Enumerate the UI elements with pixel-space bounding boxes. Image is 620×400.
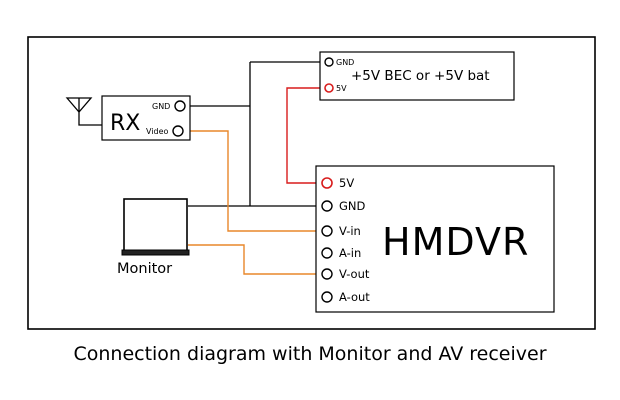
monitor-label: Monitor [117,261,172,277]
rx-label: RX [110,111,140,136]
hmdvr-pin-5v [321,177,333,189]
rx-gnd-label: GND [152,102,170,111]
wire-5v-power [286,87,327,184]
wire-video-in [182,130,327,232]
bec-battery-box: GND 5V +5V BEC or +5V bat [319,51,515,101]
rx-gnd-pin [174,100,186,112]
hmdvr-box: HMDVR 5V GND V-in A-in V-out A-out [315,165,555,313]
hmdvr-pin-vin-label: V-in [339,224,361,238]
bec-5v-pin [324,83,334,93]
hmdvr-pin-5v-label: 5V [339,176,354,190]
rx-video-label: Video [146,127,169,136]
hmdvr-pin-vin [321,225,333,237]
wire-video-out [188,244,327,275]
bec-gnd-pin [324,57,334,67]
hmdvr-pin-aout [321,291,333,303]
hmdvr-pin-gnd [321,200,333,212]
rx-receiver: RX GND Video [65,95,191,141]
hmdvr-pin-vout [321,268,333,280]
hmdvr-pin-ain [321,247,333,259]
hmdvr-pin-aout-label: A-out [339,290,370,304]
bec-gnd-label: GND [336,58,354,67]
hmdvr-label: HMDVR [382,220,529,264]
monitor-icon [123,198,188,252]
hmdvr-pin-gnd-label: GND [339,199,366,213]
diagram-caption: Connection diagram with Monitor and AV r… [73,343,546,365]
rx-video-pin [172,125,184,137]
monitor: Monitor [117,198,190,277]
antenna-icon [65,97,102,126]
diagram-frame [27,36,596,330]
bec-5v-label: 5V [336,84,347,93]
bec-label: +5V BEC or +5V bat [351,68,490,84]
hmdvr-pin-vout-label: V-out [339,267,370,281]
hmdvr-pin-ain-label: A-in [339,246,361,260]
monitor-stand [121,249,190,256]
